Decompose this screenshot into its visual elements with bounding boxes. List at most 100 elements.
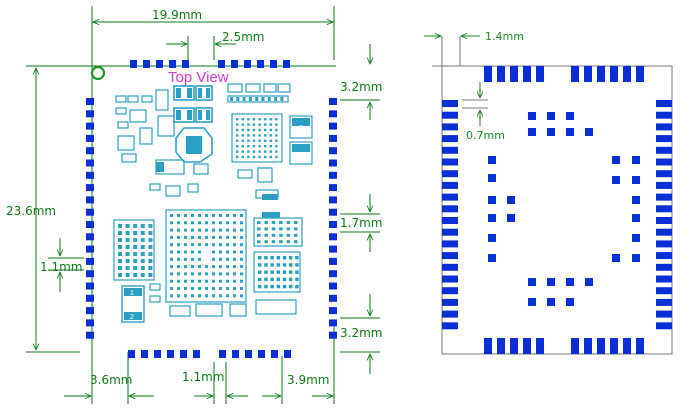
passive-component	[117, 121, 129, 129]
footprint-thermal-pad	[585, 128, 593, 136]
footprint-pad	[536, 66, 544, 82]
passive-component	[149, 295, 161, 303]
bga-ball	[198, 235, 201, 239]
edge-pad	[182, 60, 189, 68]
footprint-pad	[656, 287, 672, 295]
bga-ball	[233, 250, 236, 254]
dim-bottom-left-offset: 3.6mm	[90, 373, 132, 387]
bga-ball	[205, 279, 208, 283]
inductor	[173, 107, 195, 123]
bga-chip	[231, 113, 283, 163]
bga-ball	[233, 228, 236, 232]
bga-ball	[212, 228, 215, 232]
footprint-thermal-pad	[488, 156, 496, 164]
passive-component	[195, 303, 223, 317]
bga-ball	[294, 240, 298, 244]
footprint-thermal-pad	[585, 278, 593, 286]
footprint-thermal-pad	[528, 112, 536, 120]
bga-ball	[118, 238, 122, 242]
bga-ball	[118, 273, 122, 277]
inductor	[195, 107, 213, 123]
bga-ball	[198, 250, 201, 254]
footprint-pad	[442, 100, 458, 107]
passive-component	[187, 183, 199, 193]
passive-component	[227, 83, 243, 93]
footprint-thermal-pad	[632, 176, 640, 184]
bga-ball	[258, 134, 261, 137]
footprint-pad	[442, 263, 458, 271]
bga-ball	[148, 238, 153, 242]
bga-ball	[247, 139, 250, 142]
bga-ball	[191, 287, 194, 290]
bga-ball	[295, 270, 299, 274]
footprint-pad	[571, 66, 579, 82]
bga-ball	[252, 139, 256, 142]
bga-ball	[233, 265, 236, 269]
edge-pad	[329, 257, 337, 265]
edge-pad	[86, 270, 94, 278]
bga-ball	[279, 227, 283, 231]
bga-ball	[191, 221, 194, 225]
bga-ball	[269, 134, 272, 137]
footprint-pad	[442, 193, 458, 201]
bga-ball	[125, 245, 130, 249]
bga-ball	[198, 221, 201, 225]
bga-ball	[240, 250, 243, 254]
footprint-pad	[536, 338, 544, 354]
footprint-pad	[656, 205, 672, 213]
bga-ball	[233, 243, 236, 247]
footprint-pad	[656, 181, 672, 189]
bga-ball	[219, 235, 222, 239]
bga-ball	[241, 145, 244, 148]
bga-ball	[252, 155, 256, 159]
footprint-pad	[656, 240, 672, 248]
bga-ball	[177, 243, 180, 247]
footprint-pad	[442, 111, 458, 119]
footprint-view: 1.4mm 0.7mm	[424, 30, 673, 355]
bga-ball	[269, 123, 272, 126]
bga-ball	[140, 252, 145, 256]
bga-ball	[148, 231, 153, 235]
bga-ball	[198, 279, 201, 283]
bga-ball	[205, 265, 208, 269]
inductor	[173, 85, 195, 101]
footprint-thermal-pad	[632, 254, 640, 262]
footprint-pad	[442, 298, 458, 306]
footprint-pad	[597, 66, 605, 82]
passive-component	[115, 107, 127, 115]
footprint-thermal-pad	[566, 112, 574, 120]
edge-pad	[329, 270, 337, 278]
footprint-thermal-pad	[566, 128, 574, 136]
bga-ball	[198, 287, 201, 290]
bga-ball	[236, 134, 239, 137]
bga-ball	[240, 214, 243, 217]
bga-ball	[148, 252, 153, 256]
footprint-thermal-pad	[612, 156, 620, 164]
passive-component	[237, 169, 253, 179]
bga-ball	[140, 259, 145, 263]
edge-pad	[329, 331, 337, 339]
passive-component	[229, 303, 247, 317]
bga-ball	[205, 221, 208, 225]
bga-ball	[191, 214, 194, 217]
crystal	[289, 115, 313, 139]
footprint-pad	[656, 275, 672, 283]
bga-ball	[125, 238, 130, 242]
dim-footprint-pad-gap: 0.7mm	[466, 129, 505, 142]
edge-pad	[329, 208, 337, 216]
footprint-pad	[442, 310, 458, 318]
bga-ball	[219, 265, 222, 269]
bga-ball	[233, 214, 236, 217]
bga-ball	[205, 243, 208, 247]
bga-ball	[219, 279, 222, 283]
bga-ball	[282, 263, 287, 267]
bga-ball	[125, 259, 130, 263]
bga-ball	[295, 284, 299, 289]
bga-ball	[269, 150, 272, 153]
bga-ball	[198, 272, 201, 276]
bga-ball	[274, 97, 278, 101]
edge-pad	[86, 159, 94, 167]
bga-ball	[212, 243, 215, 247]
edge-pad	[329, 159, 337, 167]
